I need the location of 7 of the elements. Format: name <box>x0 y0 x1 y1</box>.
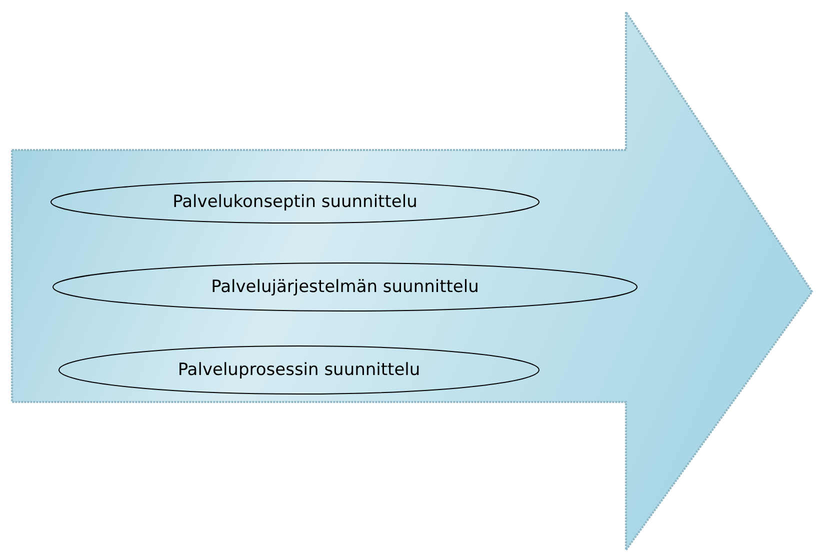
ellipse <box>50 180 540 224</box>
big-arrow <box>12 12 812 550</box>
ellipse <box>52 262 638 312</box>
ellipse-label: Palveluprosessin suunnittelu <box>178 360 420 380</box>
ellipse <box>58 345 540 395</box>
ellipse-label: Palvelukonseptin suunnittelu <box>172 192 418 212</box>
ellipse-label: Palvelujärjestelmän suunnittelu <box>211 277 479 297</box>
